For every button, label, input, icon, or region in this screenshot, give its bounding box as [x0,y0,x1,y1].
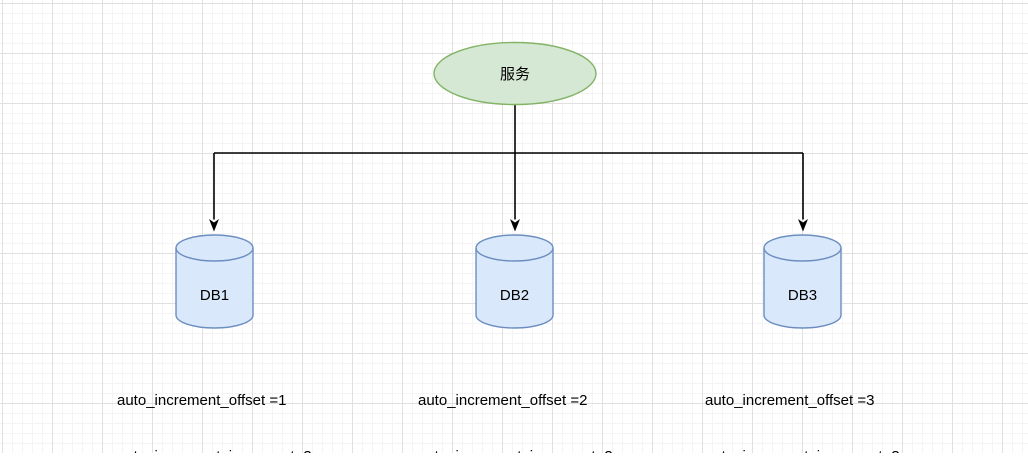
db1-cylinder-rim [175,247,254,262]
db3-cylinder-shape[interactable] [763,234,842,329]
db3-annotation[interactable]: auto_increment_offset =3 auto_increment_… [705,355,901,457]
db1-node[interactable]: DB1 [175,234,254,329]
service-node[interactable]: 服务 [433,41,597,106]
db2-cylinder-rim [475,247,554,262]
db3-cylinder-rim [763,247,842,262]
db2-annotation[interactable]: auto_increment_offset =2 auto_increment_… [418,355,614,457]
db2-cylinder-shape[interactable] [475,234,554,329]
db2-offset-line: auto_increment_offset =2 [418,392,588,409]
db3-increment-line: auto_increment_increment=3 [705,448,901,457]
service-label: 服务 [500,66,530,83]
db3-node[interactable]: DB3 [763,234,842,329]
db2-increment-line: auto_increment_increment=3 [418,448,614,457]
db3-offset-line: auto_increment_offset =3 [705,392,875,409]
arrowhead-db3-icon [798,219,808,232]
db1-increment-line: auto_increment_increment=3 [117,448,313,457]
connector-group[interactable] [213,104,804,220]
db1-cylinder-shape[interactable] [175,234,254,329]
db3-label: DB3 [788,287,817,304]
arrowhead-db2-icon [510,219,520,232]
db1-offset-line: auto_increment_offset =1 [117,392,287,409]
canvas-bottom-edge [0,453,1028,457]
db2-label: DB2 [500,287,529,304]
arrowheads [209,219,808,232]
db1-annotation[interactable]: auto_increment_offset =1 auto_increment_… [117,355,313,457]
db1-label: DB1 [200,287,229,304]
db2-node[interactable]: DB2 [475,234,554,329]
service-ellipse-shape[interactable] [433,41,597,106]
arrowhead-db1-icon [209,219,219,232]
